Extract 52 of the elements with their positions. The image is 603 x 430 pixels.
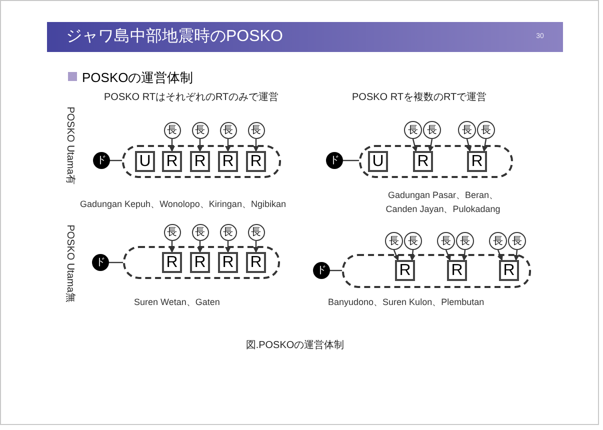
unit-box: R — [190, 151, 210, 172]
connector — [412, 138, 418, 152]
unit-box: R — [162, 252, 182, 273]
connector — [330, 270, 342, 272]
connector — [497, 250, 503, 261]
unit-box: R — [395, 260, 415, 281]
unit-box: R — [413, 151, 433, 172]
unit-box: R — [190, 252, 210, 273]
unit-box: R — [218, 151, 238, 172]
unit-box: R — [447, 260, 467, 281]
connector — [253, 139, 259, 152]
location-list: Gadungan Pasar、Beran、Canden Jayan、Pulokadang — [373, 189, 513, 216]
unit-box: R — [218, 252, 238, 273]
unit-box: R — [246, 151, 266, 172]
figure-caption: 図.POSKOの運営体制 — [244, 338, 346, 353]
unit-box: R — [162, 151, 182, 172]
column-heading: POSKO RTはそれぞれのRTのみで運営 — [104, 90, 280, 105]
row-heading: POSKO Utama有 — [64, 106, 76, 186]
connector — [514, 250, 520, 261]
dashed-group-outline — [359, 145, 513, 178]
connector — [428, 138, 434, 152]
connector — [225, 241, 231, 253]
connector — [466, 138, 472, 152]
connector — [482, 138, 488, 152]
unit-box: U — [368, 151, 388, 172]
connector — [393, 250, 399, 261]
connector — [462, 250, 468, 261]
location-list: Suren Wetan、Gaten — [134, 296, 254, 310]
connector — [110, 160, 122, 162]
slide-title: ジャワ島中部地震時のPOSKO — [66, 27, 283, 47]
dashed-group-outline — [123, 246, 280, 279]
dashed-group-outline — [342, 254, 531, 288]
connector — [169, 139, 175, 152]
connector — [410, 250, 416, 261]
connector — [169, 241, 175, 253]
location-list: Gadungan Kepuh、Wonolopo、Kiringan、Ngibikan — [80, 198, 290, 212]
unit-box: R — [499, 260, 519, 281]
section-heading: POSKOの運営体制 — [82, 69, 194, 87]
unit-box: U — [135, 151, 155, 172]
connector — [445, 250, 451, 261]
column-heading: POSKO RTを複数のRTで運営 — [352, 90, 488, 105]
connector — [225, 139, 231, 152]
dashed-group-outline — [122, 145, 281, 178]
connector — [197, 139, 203, 152]
unit-box: R — [467, 151, 487, 172]
connector — [197, 241, 203, 253]
connector — [109, 262, 123, 264]
unit-box: R — [246, 252, 266, 273]
connector — [253, 241, 259, 253]
connector — [343, 160, 359, 162]
location-list: Banyudono、Suren Kulon、Plembutan — [328, 296, 528, 310]
row-heading: POSKO Utama無 — [64, 224, 76, 304]
